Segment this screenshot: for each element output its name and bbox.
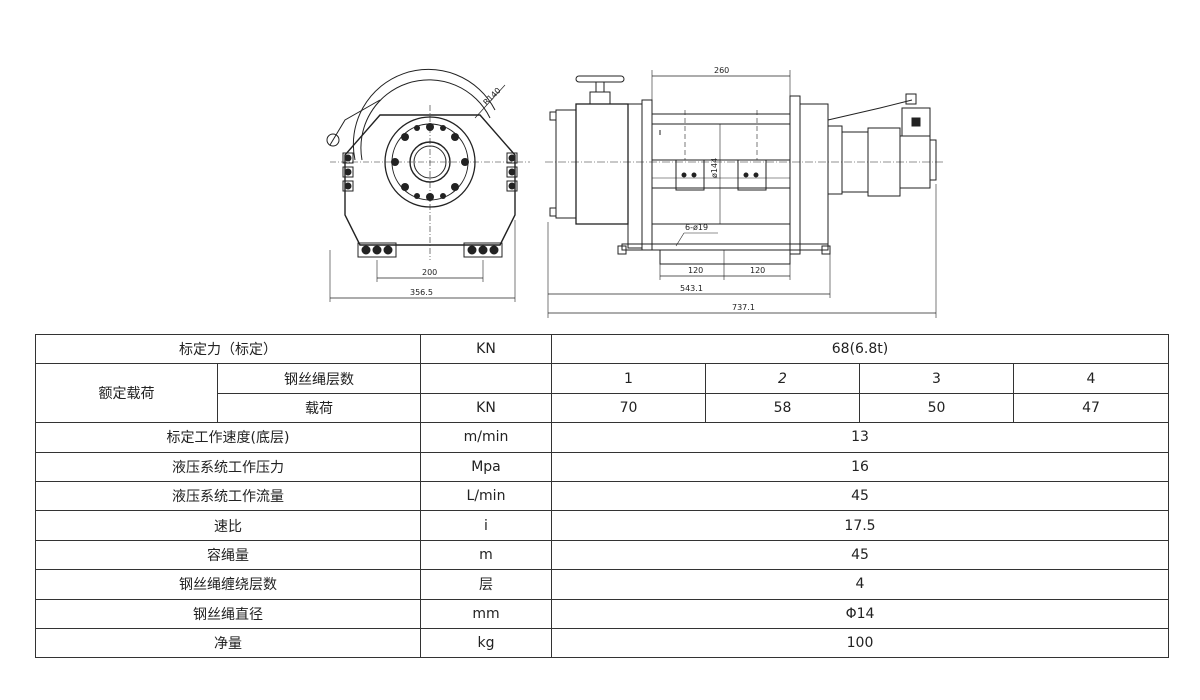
- layer-cell: 1: [551, 363, 706, 394]
- load-cell: 58: [705, 392, 860, 424]
- row-unit: L/min: [420, 480, 552, 512]
- spec-table: 标定力（标定） KN 68(6.8t) 额定载荷 钢丝绳层数 1 2 3 4 载…: [35, 333, 1169, 659]
- row-label: 标定工作速度(底层): [35, 422, 421, 453]
- row-label: 钢丝绳直径: [35, 598, 421, 629]
- table-row: 净量 kg 100: [35, 627, 1169, 659]
- row-label: 容绳量: [35, 539, 421, 571]
- row-unit: mm: [420, 598, 552, 629]
- layer-cell: 2: [705, 363, 860, 394]
- row-label: 标定力（标定）: [35, 333, 421, 365]
- row-label: 液压系统工作压力: [35, 451, 421, 482]
- dim-foot-right: 120: [750, 266, 765, 275]
- row-label: 钢丝绳缠绕层数: [35, 569, 421, 600]
- dim-260: 260: [714, 66, 729, 75]
- row-value: 13: [551, 422, 1169, 453]
- row-label: 液压系统工作流量: [35, 480, 421, 512]
- row-value: 68(6.8t): [551, 333, 1169, 365]
- table-row: 钢丝绳缠绕层数 层 4: [35, 569, 1169, 600]
- row-value: 45: [551, 539, 1169, 571]
- row-value: 4: [551, 569, 1169, 600]
- layers-label: 钢丝绳层数: [217, 363, 421, 394]
- layer-cell: 4: [1013, 363, 1169, 394]
- row-value: 17.5: [551, 510, 1169, 541]
- layer-cell: 3: [859, 363, 1014, 394]
- table-row: 容绳量 m 45: [35, 539, 1169, 571]
- table-row: 标定工作速度(底层) m/min 13: [35, 422, 1169, 453]
- dim-drum-dia: ø144: [710, 158, 719, 178]
- row-unit: KN: [420, 333, 552, 365]
- table-row: 额定载荷 钢丝绳层数 1 2 3 4: [35, 363, 1169, 424]
- load-cell: 47: [1013, 392, 1169, 424]
- row-unit: m/min: [420, 422, 552, 453]
- dim-356-5: 356.5: [410, 288, 433, 297]
- row-unit: kg: [420, 627, 552, 659]
- load-label: 载荷: [217, 392, 421, 424]
- row-label: 净量: [35, 627, 421, 659]
- dim-737-1: 737.1: [732, 303, 755, 312]
- row-value: 45: [551, 480, 1169, 512]
- row-value: 100: [551, 627, 1169, 659]
- load-unit: KN: [420, 392, 552, 424]
- side-view: R140 200 356.5: [326, 68, 530, 302]
- dim-holes: 6-ø19: [685, 223, 708, 232]
- row-value: 16: [551, 451, 1169, 482]
- row-label: 速比: [35, 510, 421, 541]
- layers-unit: [420, 363, 552, 394]
- rated-load-label: 额定载荷: [35, 363, 218, 424]
- dim-543-1: 543.1: [680, 284, 703, 293]
- dim-foot-left: 120: [688, 266, 703, 275]
- dim-200: 200: [422, 268, 437, 277]
- front-view: 260 ø144 6-ø19 120 120 543.1 737.1: [545, 66, 945, 318]
- load-cell: 70: [551, 392, 706, 424]
- table-row: 速比 i 17.5: [35, 510, 1169, 541]
- winch-drawing: R140 200 356.5: [0, 0, 1200, 330]
- table-row: 载荷 KN 70 58 50 47: [36, 392, 1169, 424]
- row-value: Φ14: [551, 598, 1169, 629]
- row-unit: 层: [420, 569, 552, 600]
- table-row: 液压系统工作压力 Mpa 16: [35, 451, 1169, 482]
- table-row: 钢丝绳直径 mm Φ14: [35, 598, 1169, 629]
- load-cell: 50: [859, 392, 1014, 424]
- row-unit: m: [420, 539, 552, 571]
- row-unit: i: [420, 510, 552, 541]
- table-row: 标定力（标定） KN 68(6.8t): [35, 333, 1169, 365]
- table-row: 液压系统工作流量 L/min 45: [35, 480, 1169, 512]
- row-unit: Mpa: [420, 451, 552, 482]
